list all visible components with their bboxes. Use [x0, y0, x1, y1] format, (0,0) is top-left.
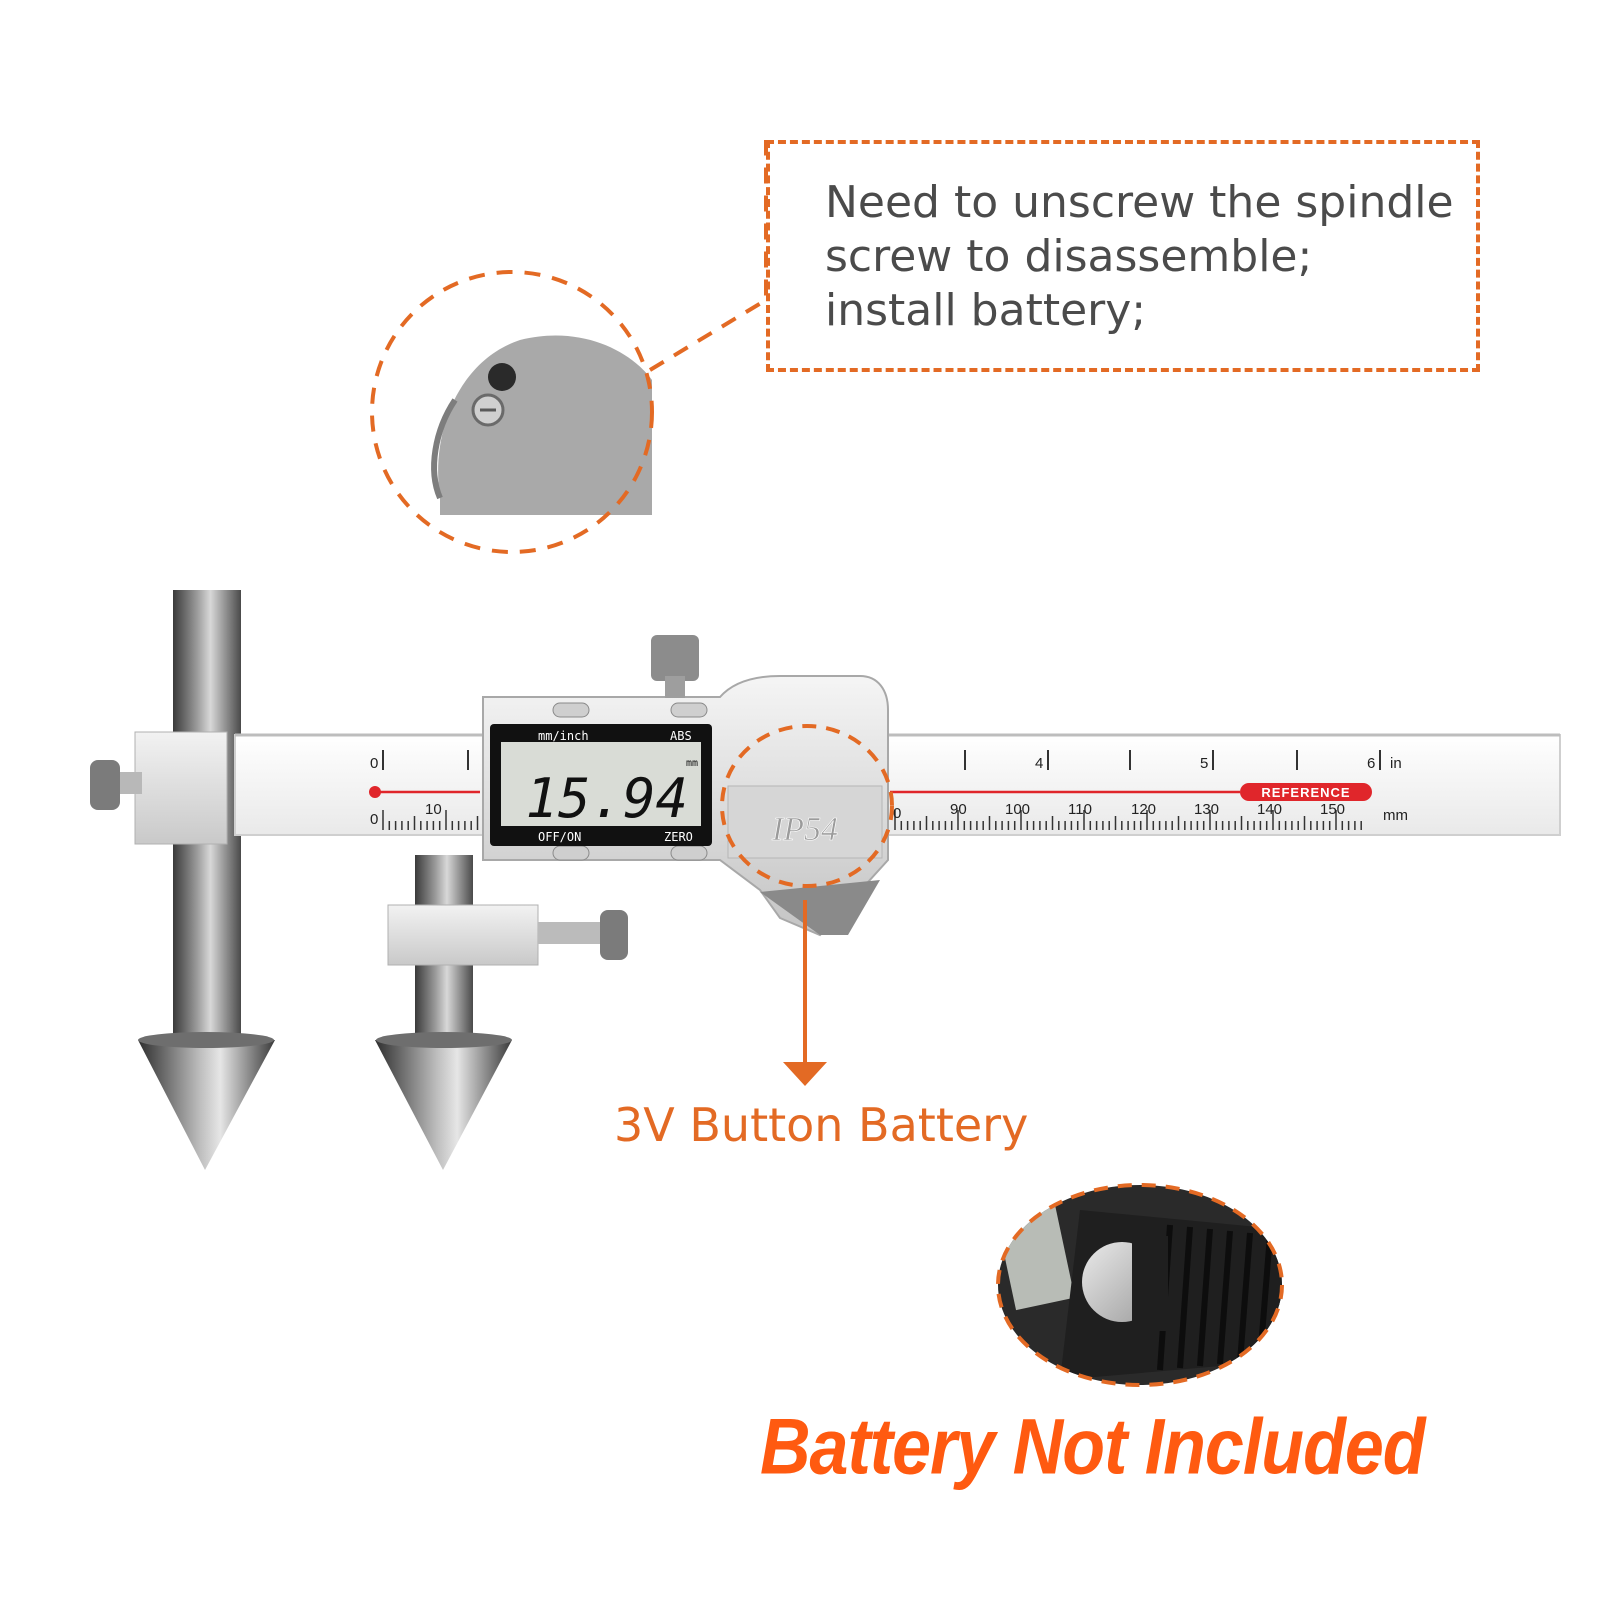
reference-label: REFERENCE — [1261, 785, 1350, 800]
mm-scale-ticks — [382, 810, 1362, 830]
spindle-zoom-circle — [370, 270, 654, 554]
mm-tick-label: 100 — [1005, 801, 1030, 818]
inch-scale — [382, 750, 1381, 770]
battery-closeup — [996, 1183, 1284, 1387]
mm-tick-label: 0 — [370, 811, 378, 828]
instruction-callout-text: Need to unscrew the spindle screw to dis… — [825, 176, 1465, 338]
zero-button-label: ZERO — [664, 830, 693, 844]
lcd-unit-indicator: mm — [686, 758, 698, 769]
spindle-screw-detail — [431, 335, 652, 515]
mm-tick-label: 90 — [950, 801, 967, 818]
zero-button[interactable] — [670, 845, 708, 861]
mm-tick-label: 130 — [1194, 801, 1219, 818]
left-thumbscrew-icon — [90, 760, 120, 810]
power-button-label: OFF/ON — [538, 830, 581, 844]
top-left-button[interactable] — [552, 702, 590, 718]
inch-unit-label: in — [1390, 755, 1402, 772]
lcd-reading: 15.94 — [525, 767, 688, 830]
left-clamp-block — [90, 731, 228, 845]
callout-line: screw to disassemble; — [825, 231, 1313, 282]
instruction-callout-box — [766, 140, 1480, 372]
mm-tick-label: 120 — [1131, 801, 1156, 818]
right-center-pin — [375, 855, 628, 1170]
inch-tick-label: 0 — [370, 755, 378, 772]
power-button[interactable] — [552, 845, 590, 861]
mm-tick-label: 150 — [1320, 801, 1345, 818]
left-center-pin — [138, 590, 275, 1170]
mm-tick-label: 140 — [1257, 801, 1282, 818]
mm-tick-label: 10 — [425, 801, 442, 818]
battery-type-label: 3V Button Battery — [614, 1098, 1029, 1152]
reference-badge — [1240, 783, 1372, 801]
unit-toggle-label: mm/inch — [538, 729, 589, 743]
ip-rating-label: IP54 — [771, 811, 838, 848]
callout-line: Need to unscrew the spindle — [825, 177, 1454, 228]
right-thumbscrew-icon — [600, 910, 628, 960]
mm-tick-label: 0 — [893, 805, 901, 822]
inch-tick-label: 5 — [1200, 755, 1208, 772]
battery-zoom-circle — [720, 724, 894, 888]
arrow-down-icon — [783, 1062, 827, 1086]
abs-label: ABS — [670, 729, 692, 743]
callout-connector — [648, 140, 768, 372]
mm-tick-label: 110 — [1068, 801, 1092, 818]
battery-compartment — [760, 880, 880, 935]
battery-not-included-notice: Battery Not Included — [760, 1403, 1426, 1491]
top-right-button[interactable] — [670, 702, 708, 718]
lcd-screen — [501, 742, 701, 826]
caliper-beam — [234, 734, 1561, 836]
screw-hole-icon — [488, 363, 516, 391]
reference-line — [369, 783, 1372, 801]
caliper-head — [482, 635, 889, 937]
mm-unit-label: mm — [1383, 807, 1408, 824]
callout-line: install battery; — [825, 285, 1147, 336]
battery-arrow — [783, 900, 827, 1086]
inch-tick-label: 6 — [1367, 755, 1375, 772]
inch-tick-label: 4 — [1035, 755, 1043, 772]
thumbwheel-icon — [651, 635, 699, 681]
